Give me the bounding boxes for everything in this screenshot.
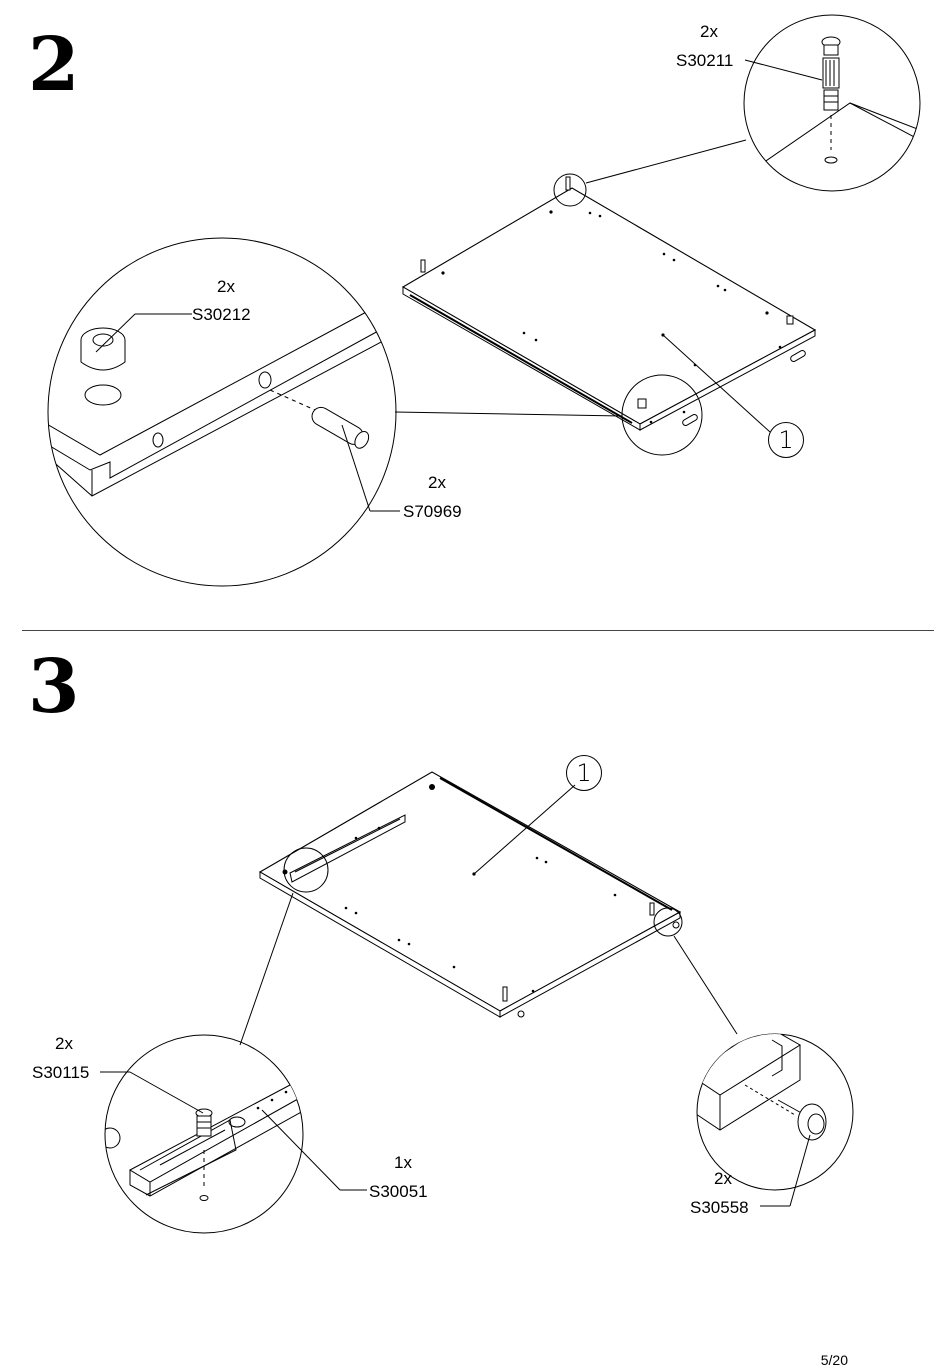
qty-s30051: 1x [394, 1153, 412, 1172]
qty-s30115: 2x [55, 1034, 73, 1053]
qty-s30558: 2x [714, 1169, 732, 1188]
code-s30212: S30212 [192, 305, 251, 324]
page-number: 5/20 [820, 1352, 848, 1368]
zoom-s30212-s70969 [47, 237, 397, 587]
step2-panel [401, 173, 817, 456]
zoom-s30558 [696, 1033, 854, 1191]
step3-panel [258, 771, 683, 1018]
part-callout-step3: 1 [566, 755, 602, 791]
code-s70969: S70969 [403, 502, 462, 521]
zoom-s30115-s30051 [104, 1034, 304, 1234]
code-s30051: S30051 [369, 1182, 428, 1201]
part-callout-step2: 1 [768, 422, 804, 458]
qty-s30212: 2x [217, 277, 235, 296]
zoom-s30211 [743, 14, 921, 192]
step-number-3: 3 [28, 644, 79, 730]
code-s30211: S30211 [676, 51, 734, 70]
step-divider [22, 630, 934, 631]
code-s30115: S30115 [32, 1063, 90, 1082]
step-number-2: 2 [28, 22, 79, 108]
code-s30558: S30558 [690, 1198, 749, 1217]
qty-s30211: 2x [700, 22, 718, 41]
qty-s70969: 2x [428, 473, 446, 492]
